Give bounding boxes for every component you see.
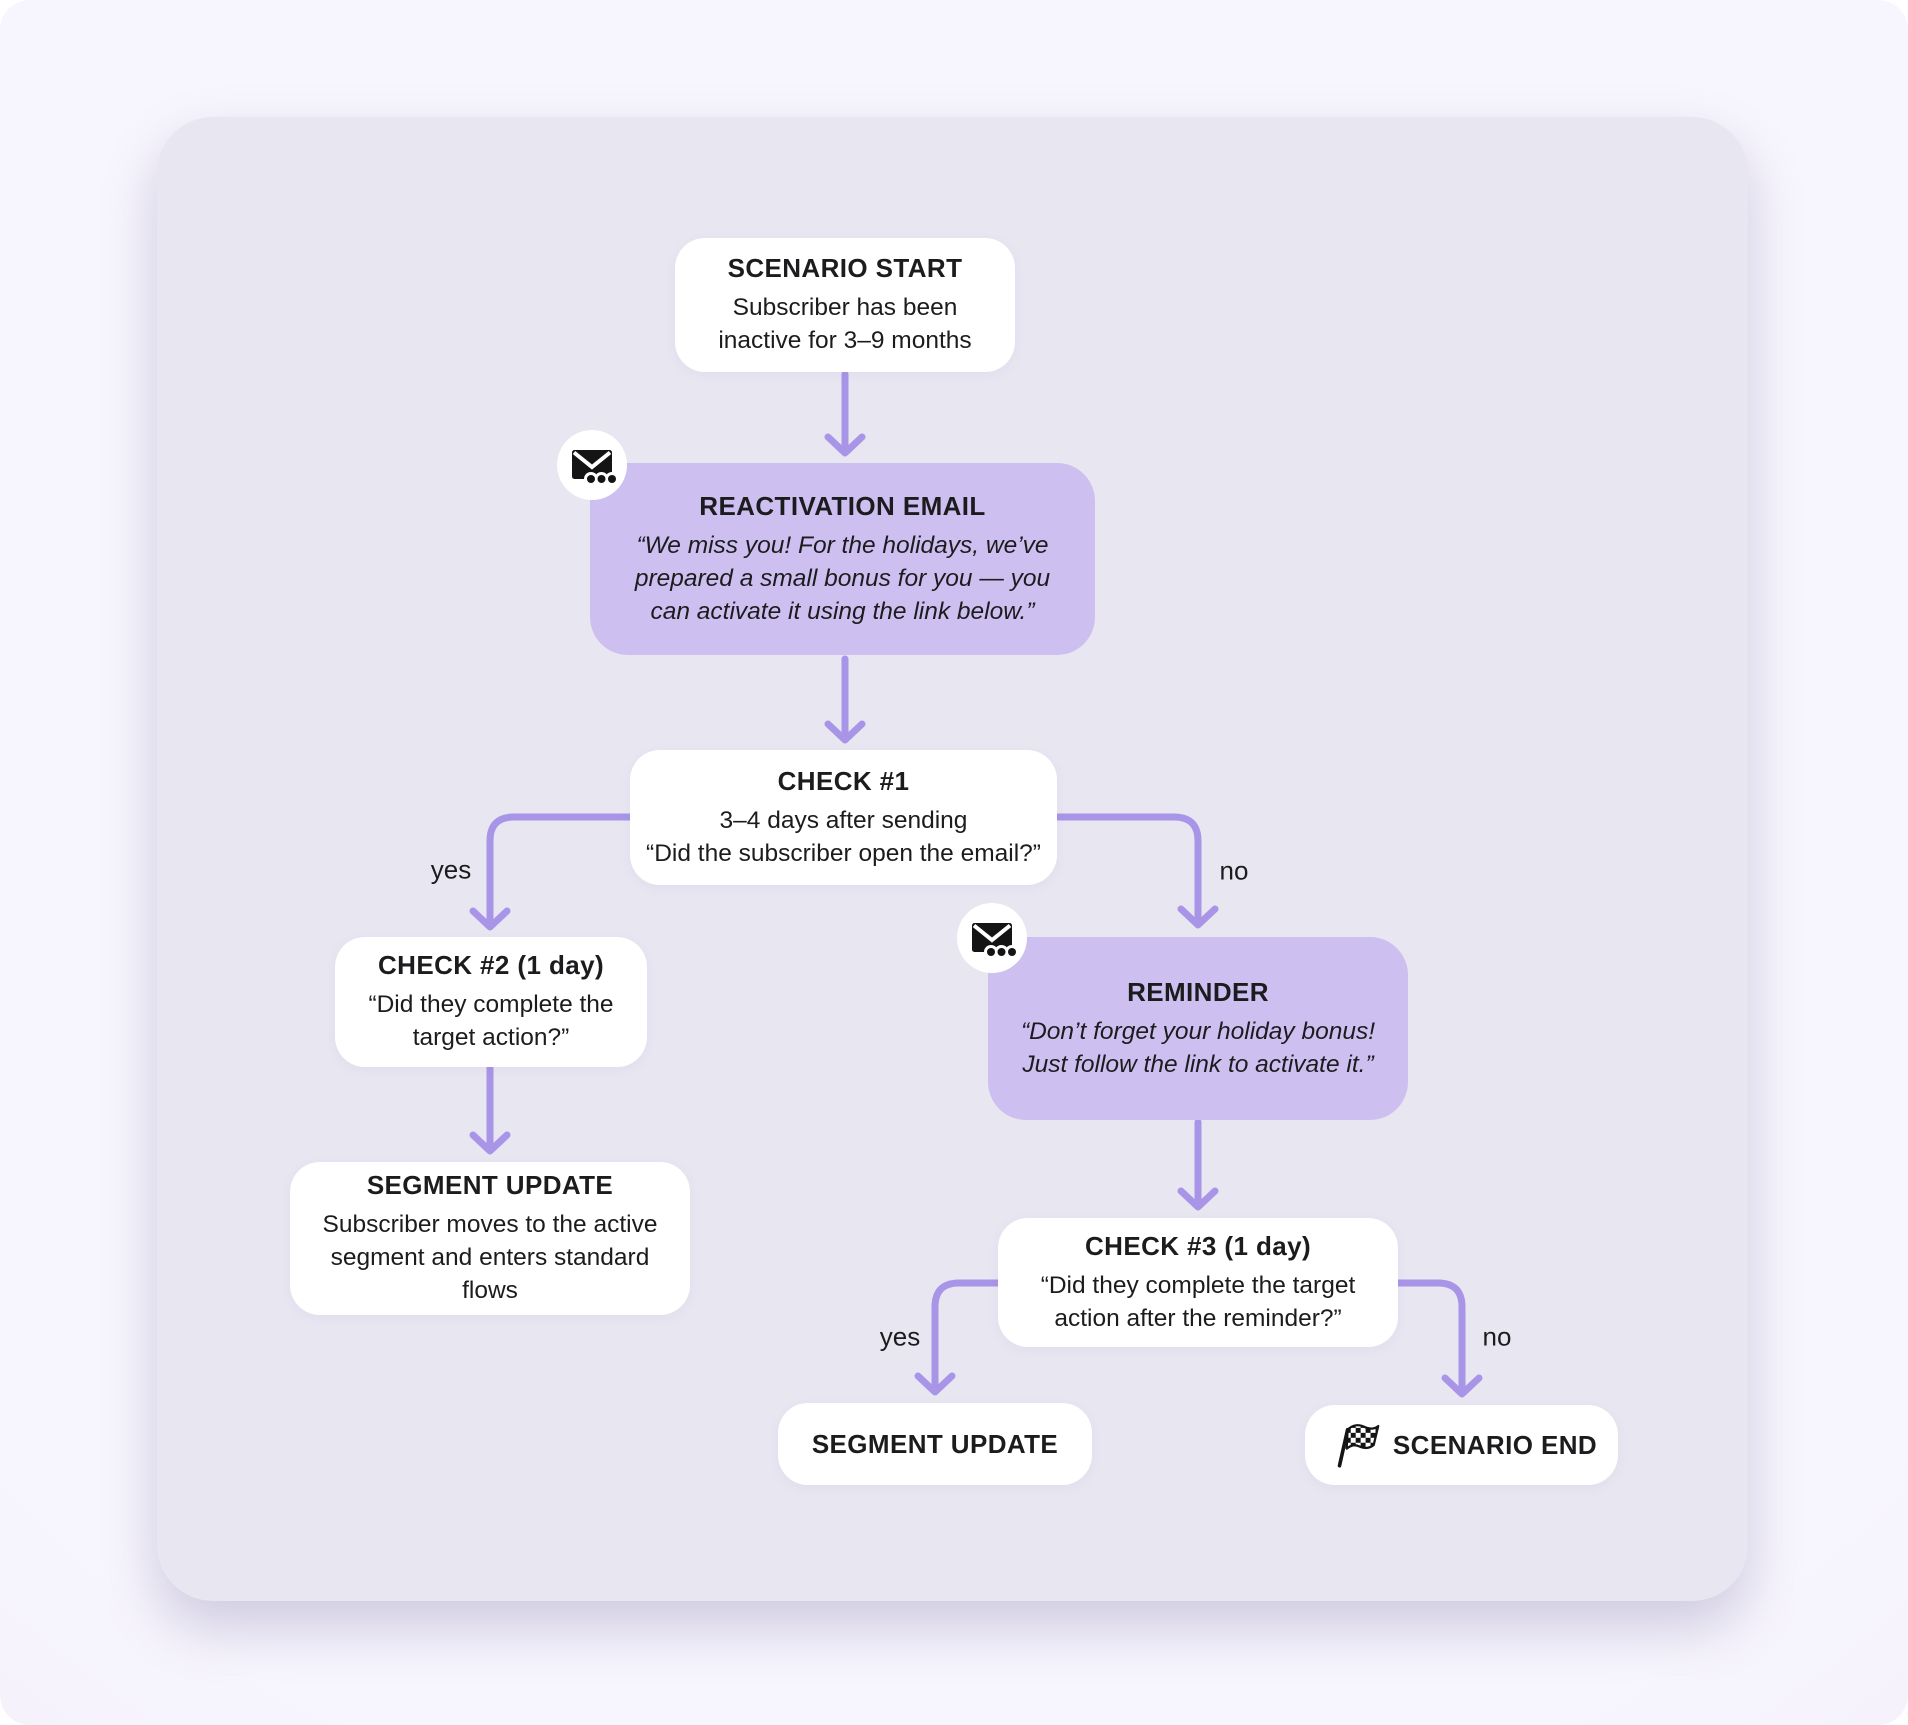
node-title: SEGMENT UPDATE [811,1428,1059,1459]
node-scenario-end: SCENARIO END [1305,1405,1618,1485]
edge-label-yes: yes [879,1321,921,1352]
node-title: SEGMENT UPDATE [366,1170,614,1200]
node-scenario-start: SCENARIO START Subscriber has been inact… [675,238,1015,372]
edge-label-no: no [1482,1321,1512,1352]
node-segment-update-1: SEGMENT UPDATE Subscriber moves to the a… [290,1162,690,1315]
node-segment-update-2: SEGMENT UPDATE [778,1403,1092,1485]
edge-label-yes: yes [430,854,472,885]
node-title: SCENARIO START [727,253,963,283]
checkered-flag-icon [1337,1424,1380,1468]
node-body: “We miss you! For the holidays, we’ve pr… [634,531,1051,625]
node-check-3: CHECK #3 (1 day) “Did they complete the … [998,1218,1398,1347]
node-reminder: REMINDER “Don’t forget your holiday bonu… [988,937,1408,1120]
envelope-icon [557,430,627,500]
node-body: “Don’t forget your holiday bonus! Just f… [1020,1017,1376,1078]
node-title: CHECK #1 [777,765,910,796]
node-body: Subscriber moves to the active segment a… [322,1211,658,1304]
node-title: CHECK #3 (1 day) [1084,1230,1312,1261]
node-title: REACTIVATION EMAIL [699,490,986,521]
node-reactivation-email: REACTIVATION EMAIL “We miss you! For the… [590,463,1095,655]
node-title: REMINDER [1127,976,1269,1007]
node-title: SCENARIO END [1392,1429,1598,1460]
node-body: Subscriber has been inactive for 3–9 mon… [718,294,972,354]
node-title: CHECK #2 (1 day) [377,950,605,980]
edge-label-no: no [1219,855,1249,886]
node-body: “Did they complete the target action?” [368,991,614,1051]
node-body: 3–4 days after sending “Did the subscrib… [646,806,1041,867]
node-check-1: CHECK #1 3–4 days after sending “Did the… [630,750,1057,885]
node-body: “Did they complete the target action aft… [1040,1271,1356,1332]
node-check-2: CHECK #2 (1 day) “Did they complete the … [335,937,647,1067]
envelope-icon [957,903,1027,973]
